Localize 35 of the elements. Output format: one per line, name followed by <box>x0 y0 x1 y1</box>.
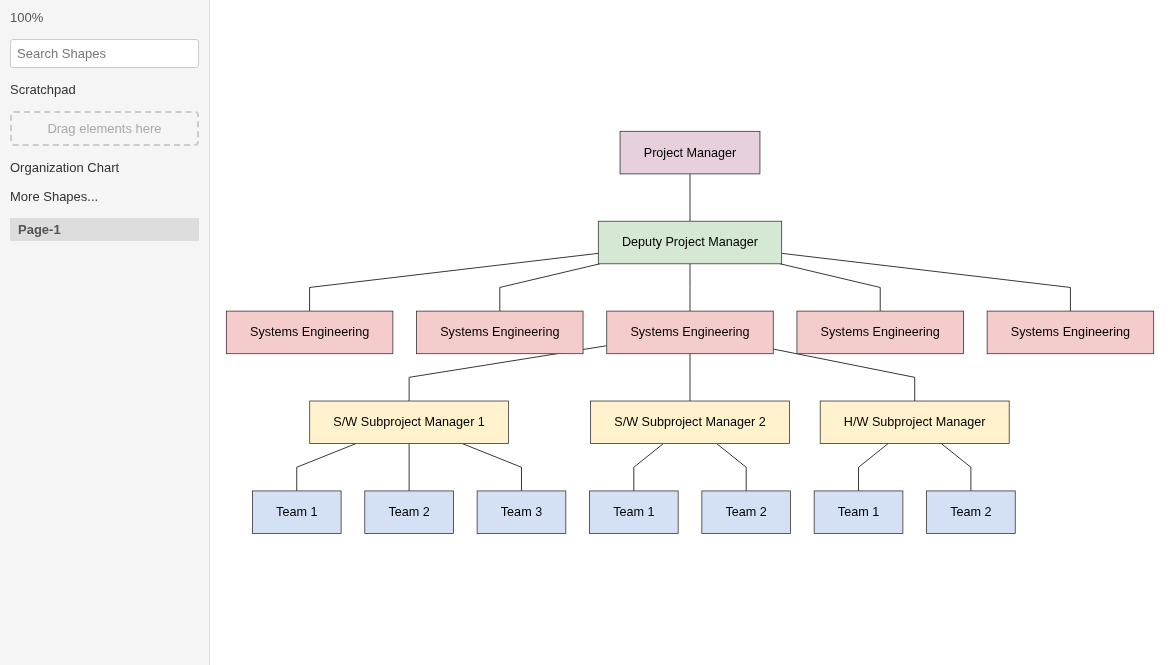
zoom-level: 100% <box>10 10 45 25</box>
connector <box>940 443 972 492</box>
page-tab: Page-1 <box>10 218 199 241</box>
node-box: Team 2 <box>701 490 791 534</box>
node-box: Project Manager <box>619 131 761 175</box>
panel-heading: Scratchpad <box>10 82 77 97</box>
connector <box>309 253 599 312</box>
node-box: Team 2 <box>926 490 1016 534</box>
node-box: Team 1 <box>252 490 342 534</box>
node-box: Team 3 <box>476 490 567 534</box>
connector <box>772 348 916 402</box>
connector <box>781 253 1071 312</box>
connector <box>499 263 601 312</box>
connector <box>633 443 664 492</box>
node-box: Team 1 <box>813 490 904 534</box>
node-box: S/W Subproject Manager 2 <box>590 400 790 445</box>
node-box: S/W Subproject Manager 1 <box>309 400 509 445</box>
node-box: Deputy Project Manager <box>597 220 783 265</box>
drop-zone: Drag elements here <box>10 111 199 146</box>
node-box: H/W Subproject Manager <box>819 400 1010 445</box>
connector <box>408 443 410 492</box>
node-box: Systems Engineering <box>225 310 394 355</box>
search-field: Search Shapes <box>10 39 199 68</box>
panel-heading: Organization Chart <box>10 160 121 175</box>
link: More Shapes... <box>10 189 100 204</box>
connector <box>716 443 747 492</box>
node-box: Systems Engineering <box>606 310 774 355</box>
node-box: Systems Engineering <box>416 310 584 355</box>
node-box: Team 1 <box>589 490 679 534</box>
node-box: Systems Engineering <box>986 310 1155 355</box>
node-box: Team 2 <box>364 490 454 534</box>
connector <box>779 263 881 312</box>
connector <box>296 443 357 492</box>
node-box: Systems Engineering <box>796 310 964 355</box>
connector <box>858 443 889 492</box>
